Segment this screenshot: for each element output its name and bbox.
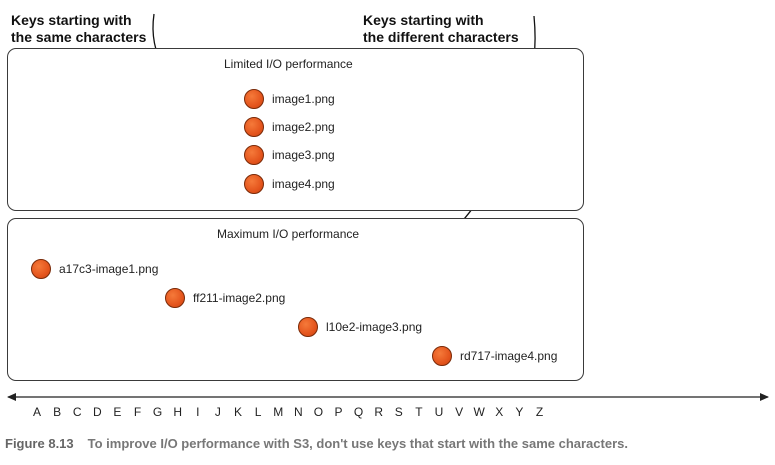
caption-text: To improve I/O performance with S3, don'… bbox=[87, 436, 628, 451]
axis-letter: O bbox=[313, 405, 324, 419]
object-dot-icon bbox=[244, 174, 264, 194]
callout-same-characters: Keys starting with the same characters bbox=[11, 12, 146, 46]
object-dot-icon bbox=[31, 259, 51, 279]
object-dot-icon bbox=[432, 346, 452, 366]
figure-caption: Figure 8.13 To improve I/O performance wi… bbox=[5, 436, 628, 451]
axis-letter: T bbox=[415, 405, 423, 419]
axis-letter: Y bbox=[515, 405, 524, 419]
limited-io-panel: Limited I/O performance image1.png image… bbox=[7, 48, 584, 211]
limited-key-item: image2.png bbox=[244, 117, 335, 137]
callout-left-line-1: Keys starting with bbox=[11, 12, 132, 28]
object-dot-icon bbox=[298, 317, 318, 337]
axis-letter: P bbox=[334, 405, 343, 419]
axis-letter: B bbox=[53, 405, 62, 419]
axis-letter: K bbox=[233, 405, 242, 419]
key-label: image2.png bbox=[272, 120, 335, 134]
maximum-key-item: rd717-image4.png bbox=[432, 346, 557, 366]
axis-letter: G bbox=[152, 405, 163, 419]
axis-letter: I bbox=[196, 405, 200, 419]
axis-letter: S bbox=[394, 405, 403, 419]
maximum-io-panel: Maximum I/O performance a17c3-image1.png… bbox=[7, 218, 584, 381]
object-dot-icon bbox=[165, 288, 185, 308]
maximum-io-title: Maximum I/O performance bbox=[217, 227, 360, 241]
axis-letter: N bbox=[293, 405, 303, 419]
maximum-key-item: a17c3-image1.png bbox=[31, 259, 158, 279]
axis-letter: Z bbox=[535, 405, 544, 419]
axis-letter: V bbox=[455, 405, 464, 419]
axis-letter: W bbox=[473, 405, 485, 419]
key-label: image4.png bbox=[272, 177, 335, 191]
key-label: ff211-image2.png bbox=[193, 291, 286, 305]
key-label: image3.png bbox=[272, 148, 335, 162]
axis-letter: H bbox=[173, 405, 183, 419]
key-label: l10e2-image3.png bbox=[326, 320, 423, 334]
axis-letter: U bbox=[434, 405, 444, 419]
object-dot-icon bbox=[244, 145, 264, 165]
figure-number: Figure 8.13 bbox=[5, 436, 74, 451]
axis-letter: R bbox=[374, 405, 384, 419]
object-dot-icon bbox=[244, 117, 264, 137]
limited-key-item: image1.png bbox=[244, 89, 335, 109]
callout-left-line-2: the same characters bbox=[11, 29, 147, 45]
axis-letter: X bbox=[495, 405, 504, 419]
key-label: rd717-image4.png bbox=[460, 349, 558, 363]
key-label: a17c3-image1.png bbox=[59, 262, 159, 276]
limited-io-title: Limited I/O performance bbox=[224, 57, 353, 71]
key-label: image1.png bbox=[272, 92, 335, 106]
axis-letter: L bbox=[254, 405, 262, 419]
axis-letter: D bbox=[92, 405, 102, 419]
object-dot-icon bbox=[244, 89, 264, 109]
axis-letter: Q bbox=[353, 405, 364, 419]
callout-different-characters: Keys starting with the different charact… bbox=[363, 12, 519, 46]
maximum-key-item: ff211-image2.png bbox=[165, 288, 285, 308]
limited-key-item: image4.png bbox=[244, 174, 335, 194]
callout-right-line-2: the different characters bbox=[363, 29, 519, 45]
axis-letter: E bbox=[113, 405, 122, 419]
callout-right-line-1: Keys starting with bbox=[363, 12, 484, 28]
axis-letter: J bbox=[214, 405, 221, 419]
axis-letter: M bbox=[273, 405, 284, 419]
axis-letter: F bbox=[133, 405, 142, 419]
axis-letter: C bbox=[72, 405, 82, 419]
maximum-key-item: l10e2-image3.png bbox=[298, 317, 422, 337]
axis-letter: A bbox=[32, 405, 41, 419]
limited-key-item: image3.png bbox=[244, 145, 335, 165]
